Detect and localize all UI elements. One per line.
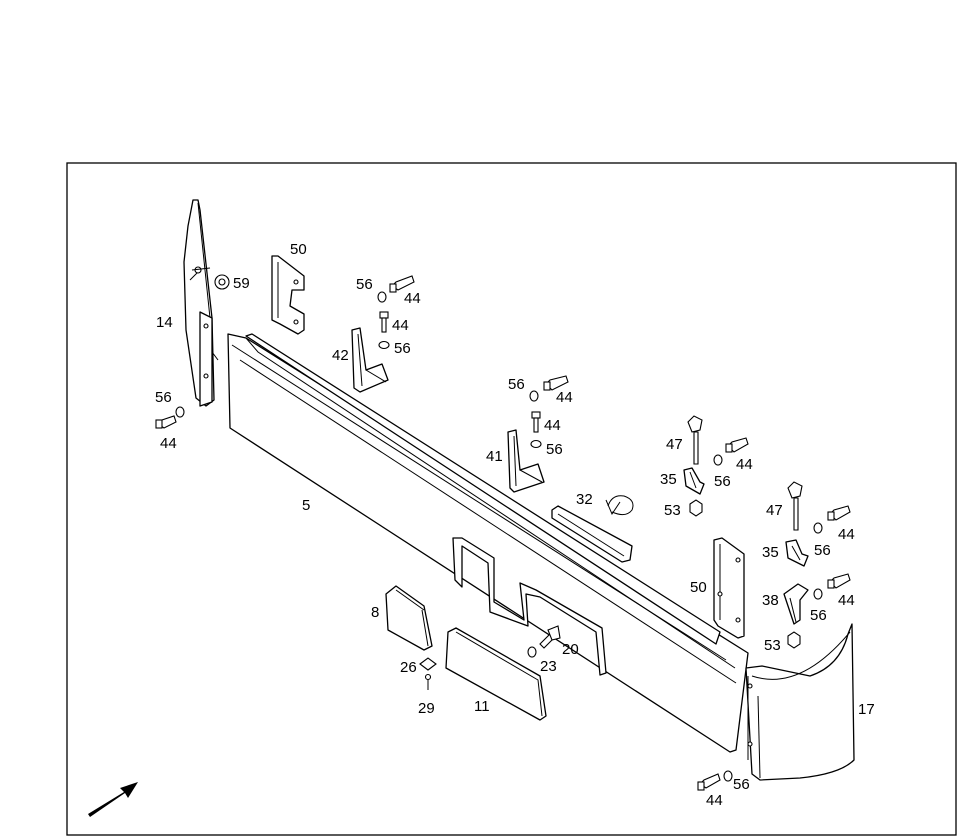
- angle-bracket-35-a: [683, 467, 705, 495]
- washer-56-right-b: [813, 522, 823, 534]
- label-56-left: 56: [155, 389, 172, 406]
- label-32: 32: [576, 491, 593, 508]
- label-42: 42: [332, 347, 349, 364]
- label-44-right-a: 44: [736, 456, 753, 473]
- label-56-42-top: 56: [356, 276, 373, 293]
- left-side-bracket: [183, 199, 219, 407]
- nut-53-a: [689, 499, 703, 517]
- washer-56-mid-41: [530, 439, 542, 449]
- washer-56-mid-42: [378, 340, 390, 350]
- label-26: 26: [400, 659, 417, 676]
- support-bracket-41: [507, 429, 545, 493]
- corner-cap-17: [745, 623, 855, 781]
- nut-59: [214, 274, 230, 290]
- bolt-44-bottom: [697, 773, 721, 791]
- bolt-44-left: [155, 415, 177, 429]
- bolt-44-right-b: [827, 505, 851, 521]
- mounting-plate-50-upper: [271, 255, 305, 335]
- diagram-frame: [66, 162, 957, 836]
- label-56-right-a: 56: [714, 473, 731, 490]
- label-20: 20: [562, 641, 579, 658]
- label-56-41-mid: 56: [546, 441, 563, 458]
- bolt-44-right-a: [725, 437, 749, 453]
- label-23: 23: [540, 658, 557, 675]
- angle-bracket-38: [783, 583, 809, 625]
- label-56-right-c: 56: [810, 607, 827, 624]
- label-59: 59: [233, 275, 250, 292]
- cover-plate-8: [385, 585, 433, 651]
- rubber-strip-32: [551, 495, 634, 563]
- label-8: 8: [371, 604, 379, 621]
- label-44-42-mid: 44: [392, 317, 409, 334]
- label-56-41-top: 56: [508, 376, 525, 393]
- arrow-icon: [88, 782, 138, 817]
- washer-56-right-c: [813, 588, 823, 600]
- bumper-cutouts: [452, 537, 607, 676]
- label-44-left: 44: [160, 435, 177, 452]
- bolt-44-upper-42: [389, 275, 415, 293]
- label-47-a: 47: [666, 436, 683, 453]
- label-53-b: 53: [764, 637, 781, 654]
- label-11: 11: [474, 698, 490, 715]
- label-38: 38: [762, 592, 779, 609]
- label-44-42-top: 44: [404, 290, 421, 307]
- washer-56-left: [175, 406, 185, 418]
- washer-56-bottom: [723, 770, 733, 782]
- label-44-41-top: 44: [556, 389, 573, 406]
- bolt-47-a: [687, 415, 703, 465]
- label-56-right-b: 56: [814, 542, 831, 559]
- label-5: 5: [302, 497, 310, 514]
- label-35-a: 35: [660, 471, 677, 488]
- label-44-right-c: 44: [838, 592, 855, 609]
- washer-56-upper-41: [529, 390, 539, 402]
- mounting-plate-50-lower: [713, 537, 745, 639]
- label-56-42-mid: 56: [394, 340, 411, 357]
- label-50-lower: 50: [690, 579, 707, 596]
- wing-bolt-20: [539, 625, 561, 649]
- nut-53-b: [787, 631, 801, 649]
- label-47-b: 47: [766, 502, 783, 519]
- bolt-44-upper-41: [543, 375, 569, 391]
- angle-bracket-35-b: [785, 539, 809, 567]
- bolt-47-b: [787, 481, 803, 531]
- cover-plate-11: [445, 627, 547, 721]
- bolt-44-mid-41: [531, 411, 541, 433]
- label-44-41-mid: 44: [544, 417, 561, 434]
- clip-26: [419, 657, 437, 671]
- label-41: 41: [486, 448, 503, 465]
- screw-29: [424, 673, 432, 690]
- support-bracket-42: [351, 327, 389, 393]
- label-17: 17: [858, 701, 875, 718]
- label-29: 29: [418, 700, 435, 717]
- label-56-bottom: 56: [733, 776, 750, 793]
- washer-56-right-a: [713, 454, 723, 466]
- label-14: 14: [156, 314, 173, 331]
- label-50-upper: 50: [290, 241, 307, 258]
- washer-56-upper-42: [377, 291, 387, 303]
- label-44-bottom: 44: [706, 792, 723, 809]
- label-53-a: 53: [664, 502, 681, 519]
- callout-labels: 50 59 14 56 44 56 44 44 42 56 5 56 44 44…: [155, 241, 875, 809]
- bumper-panel: [227, 333, 749, 753]
- label-44-right-b: 44: [838, 526, 855, 543]
- label-35-b: 35: [762, 544, 779, 561]
- bolt-44-mid-42: [379, 311, 389, 333]
- bolt-44-right-c: [827, 573, 851, 589]
- washer-23: [527, 646, 537, 658]
